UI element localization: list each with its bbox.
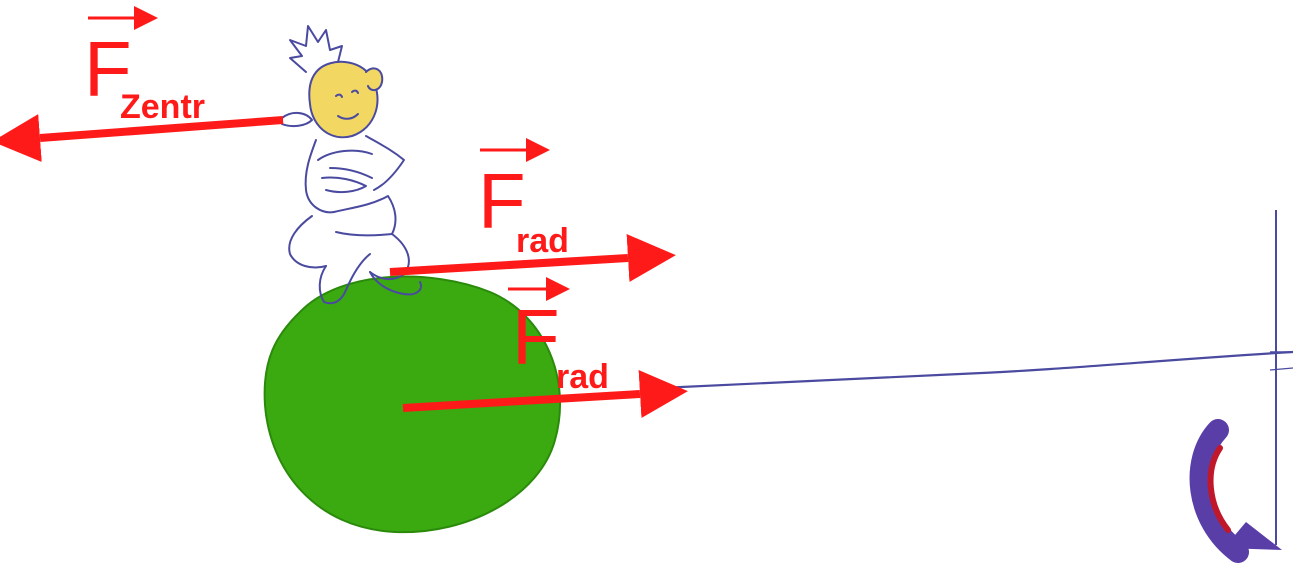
force-letter-rad-lower: F bbox=[512, 293, 560, 381]
force-label-rad-lower: F rad bbox=[508, 289, 609, 396]
vertical-post bbox=[1270, 210, 1293, 545]
force-label-rad-upper: F rad bbox=[478, 150, 569, 260]
force-subscript-rad-upper: rad bbox=[516, 222, 569, 260]
force-subscript-rad-lower: rad bbox=[556, 358, 609, 396]
seated-figure-sketch bbox=[282, 26, 421, 303]
force-subscript-zentr: Zentr bbox=[120, 88, 205, 126]
force-label-zentr: F Zentr bbox=[84, 18, 205, 126]
rope-line bbox=[660, 352, 1293, 388]
curved-rotation-arrow-icon bbox=[1201, 430, 1282, 552]
radial-force-arrow-upper bbox=[390, 258, 628, 272]
